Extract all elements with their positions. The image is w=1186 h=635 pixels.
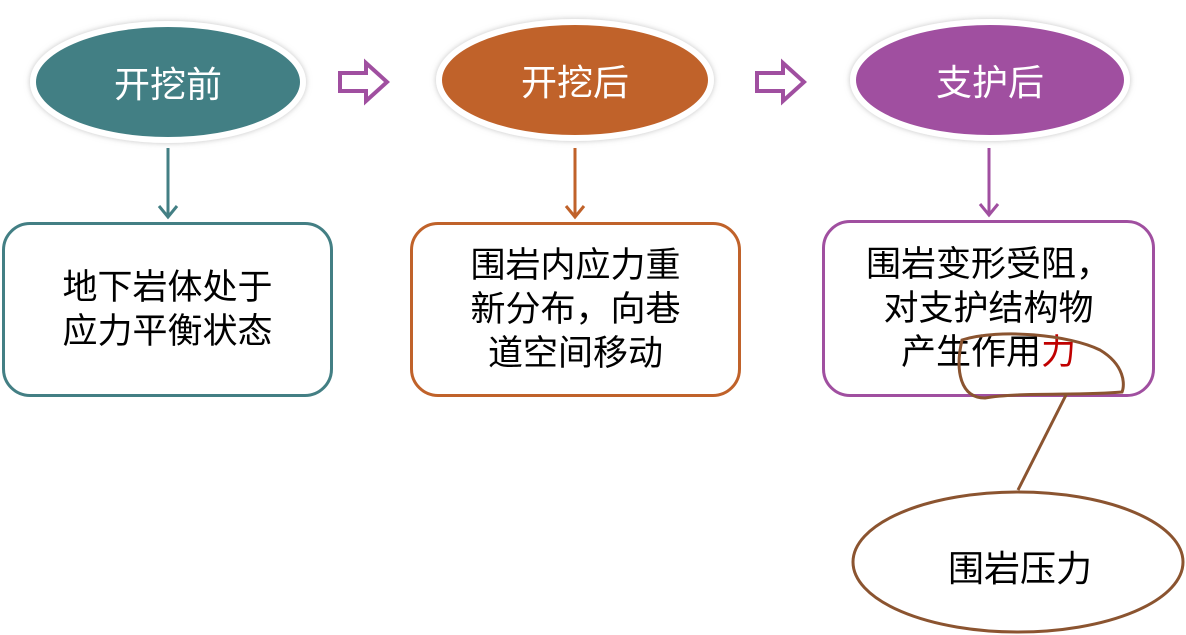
box-line: 地下岩体处于 xyxy=(62,267,273,308)
box-line: 新分布，向巷 xyxy=(470,289,681,330)
stage-box-before: 地下岩体处于应力平衡状态 xyxy=(2,222,333,397)
stage-ellipse-support xyxy=(850,19,1130,141)
highlight-char: 力 xyxy=(1040,332,1076,373)
callout-label: 围岩压力 xyxy=(947,549,1092,590)
stage-box-support: 围岩变形受阻，对支护结构物产生作用力 xyxy=(822,220,1155,397)
stage-box-after: 围岩内应力重新分布，向巷道空间移动 xyxy=(410,222,741,397)
box-line-text: 产生作用 xyxy=(900,332,1041,373)
right-arrow-icon xyxy=(338,58,390,106)
box-line: 对支护结构物 xyxy=(883,288,1094,329)
box-line: 围岩变形受阻， xyxy=(865,244,1111,285)
box-line: 道空间移动 xyxy=(487,333,663,374)
down-arrow-icon xyxy=(978,203,1000,218)
box-line: 应力平衡状态 xyxy=(62,311,273,352)
down-arrow-icon xyxy=(157,205,179,220)
stage-ellipse-after xyxy=(436,19,714,141)
box-line: 产生作用力 xyxy=(866,331,1111,375)
right-arrow-icon xyxy=(755,58,807,106)
stage-ellipse-before xyxy=(30,21,306,143)
down-arrow-icon xyxy=(564,205,586,220)
stage-title-after: 开挖后 xyxy=(520,63,629,104)
box-line: 围岩内应力重 xyxy=(470,245,681,286)
stage-title-support: 支护后 xyxy=(935,63,1044,104)
stage-title-before: 开挖前 xyxy=(113,65,222,106)
